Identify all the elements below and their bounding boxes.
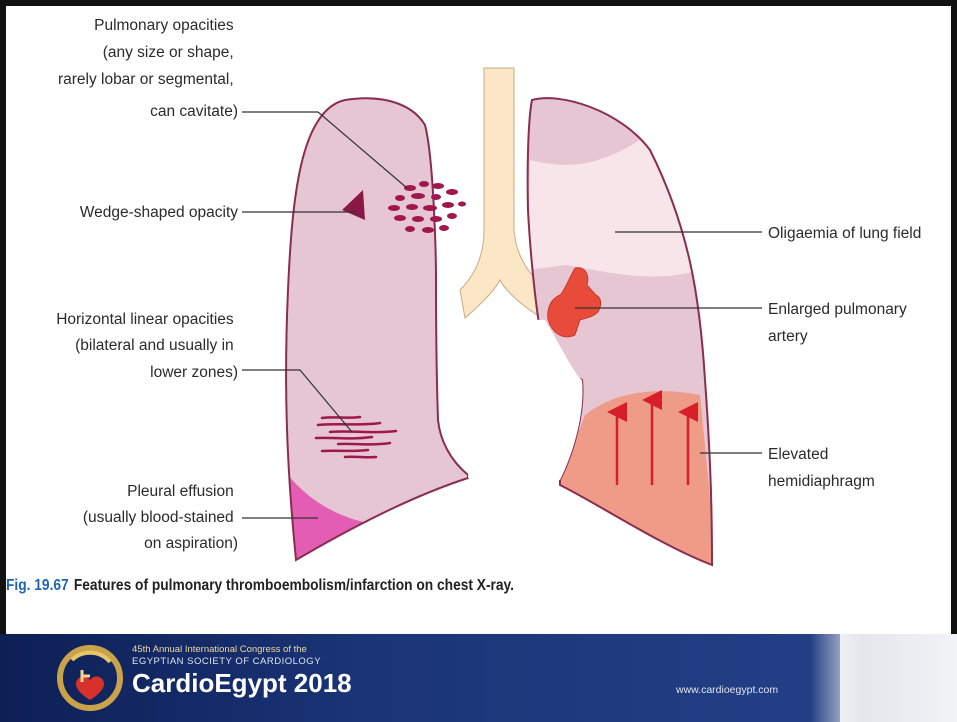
lung-diagram: Pulmonary opacities (any size or shape, … [0,0,957,640]
banner-subtitle-1: 45th Annual International Congress of th… [132,644,307,655]
label-elevated-hemidiaphragm: Elevated hemidiaphragm [768,446,875,490]
cardioegypt-logo-icon [52,640,128,716]
conference-banner: 45th Annual International Congress of th… [0,634,957,722]
label-horizontal-linear-opacities: Horizontal linear opacities (bilateral a… [56,311,238,381]
label-enlarged-pulmonary-artery: Enlarged pulmonary artery [768,301,911,345]
banner-title: CardioEgypt 2018 [132,668,352,699]
figure-caption: Fig. 19.67 Features of pulmonary thromboe… [6,577,780,601]
left-lung [270,98,468,600]
label-pleural-effusion: Pleural effusion (usually blood-stained … [83,483,238,552]
banner-fade [810,634,957,722]
figure-number: Fig. 19.67 [6,577,69,594]
label-pulmonary-opacities: Pulmonary opacities (any size or shape, … [58,17,238,120]
banner-url[interactable]: www.cardioegypt.com [676,684,778,696]
banner-subtitle-2: EGYPTIAN SOCIETY OF CARDIOLOGY [132,656,321,667]
label-wedge-shaped-opacity: Wedge-shaped opacity [80,204,239,221]
caption-text: Features of pulmonary thromboembolism/in… [74,577,514,594]
label-oligaemia: Oligaemia of lung field [768,225,921,242]
